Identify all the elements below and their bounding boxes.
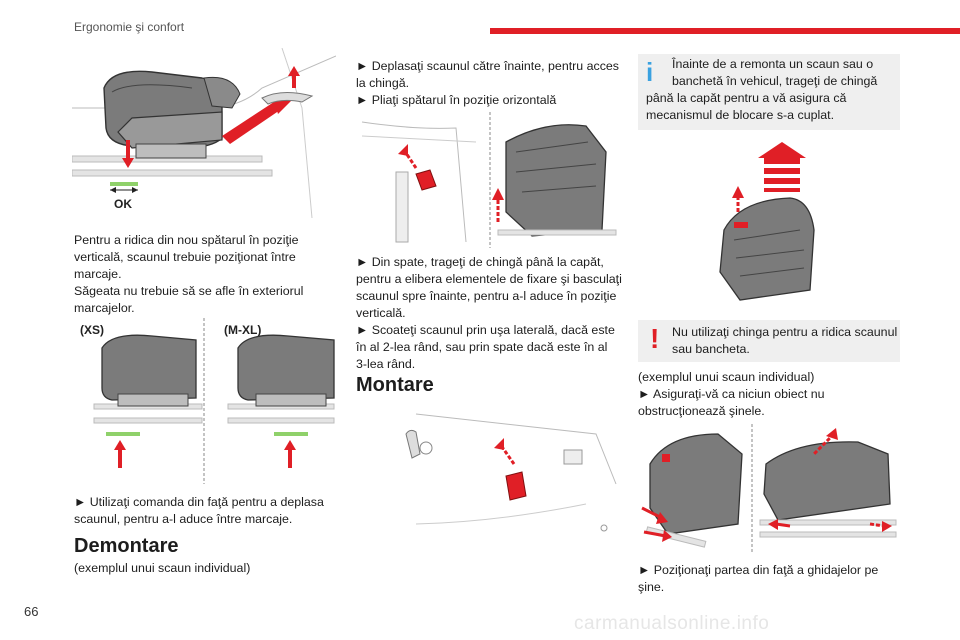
header-accent-bar [490,28,960,34]
text-line: Nu utilizaţi chinga pentru a ridica scau… [672,325,898,339]
heading-montare: Montare [356,374,434,396]
info-notice-text-top: Înainte de a remonta un scaun sau o banc… [672,56,896,90]
text-line: în al 2-lea rând, sau prin spate dacă es… [356,340,608,354]
text-line: (exemplul unui scaun individual) [638,370,815,384]
text-line: ► Din spate, trageţi de chingă până la c… [356,255,604,269]
text-line: obstrucţionează şinele. [638,404,765,418]
figure-ok-label: OK [114,197,132,211]
text-line: marcajelor. [74,301,135,315]
text-line: pentru a elibera elementele de fixare şi… [356,272,622,286]
text-line: 3-lea rând. [356,357,416,371]
watermark: carmanualsonline.info [574,613,770,634]
text-line: Săgeata nu trebuie să se afle în exterio… [74,284,304,298]
figure-strap-pull-fold [356,112,620,248]
warning-notice-text: Nu utilizaţi chinga pentru a ridica scau… [672,324,898,358]
info-notice-text-bottom: până la capăt pentru a vă asigura că mec… [646,90,896,124]
warning-notice-box: ! Nu utilizaţi chinga pentru a ridica sc… [638,320,900,362]
text-line: şine. [638,580,665,594]
text-line: ► Utilizaţi comanda din faţă pentru a de… [74,495,324,509]
col1-paragraph-1: Pentru a ridica din nou spătarul în pozi… [74,232,346,317]
text-line: ► Deplasaţi scaunul către înainte, pentr… [356,59,619,73]
text-line: verticală. [356,306,406,320]
heading-demontare: Demontare [74,535,179,557]
warning-icon: ! [650,323,660,354]
figure-rails-positioning [638,424,900,554]
col3-paragraph-2: ► Poziţionaţi partea din faţă a ghidajel… [638,562,900,596]
col2-paragraph-1: ► Deplasaţi scaunul către înainte, pentr… [356,58,622,109]
text-line: sau bancheta. [672,342,750,356]
col2-paragraph-2: ► Din spate, trageţi de chingă până la c… [356,254,622,373]
text-line: ► Scoateţi scaunul prin uşa laterală, da… [356,323,615,337]
text-line: ► Poziţionaţi partea din faţă a ghidajel… [638,563,879,577]
text-line: banchetă în vehicul, trageţi de chingă [672,74,878,88]
text-line: verticală, scaunul trebuie poziţionat în… [74,250,296,264]
col1-paragraph-3: (exemplul unui scaun individual) [74,561,251,575]
figure-label-xs: (XS) [80,323,104,337]
info-notice-box: i Înainte de a remonta un scaun sau o ba… [638,54,900,130]
col3-paragraph-1: (exemplul unui scaun individual) ► Asigu… [638,369,900,420]
text-line: Pentru a ridica din nou spătarul în pozi… [74,233,299,247]
text-line: până la capăt pentru a vă asigura că [646,91,847,105]
text-line: scaunul spre înainte, pentru a-l aduce î… [356,289,617,303]
text-line: mecanismul de blocare s-a cuplat. [646,108,835,122]
text-line: ► Pliaţi spătarul în poziţie orizontală [356,93,557,107]
page-number: 66 [24,604,39,619]
section-title: Ergonomie şi confort [74,20,185,34]
figure-seat-ok-position: OK [72,48,336,218]
text-line: ► Asiguraţi-vă ca niciun obiect nu [638,387,825,401]
col1-paragraph-2: ► Utilizaţi comanda din faţă pentru a de… [74,494,346,528]
info-icon: i [646,57,654,87]
text-line: scaunul, pentru a-l aduce între marcaje. [74,512,293,526]
text-line: Înainte de a remonta un scaun sau o [672,57,874,71]
figure-seat-lift-check [700,140,840,310]
text-line: la chingă. [356,76,410,90]
text-line: marcaje. [74,267,122,281]
figure-strap-check-montare [386,404,622,560]
figure-seat-markers-xs-mxl: (XS) (M-XL) [72,318,336,484]
figure-label-mxl: (M-XL) [224,323,261,337]
